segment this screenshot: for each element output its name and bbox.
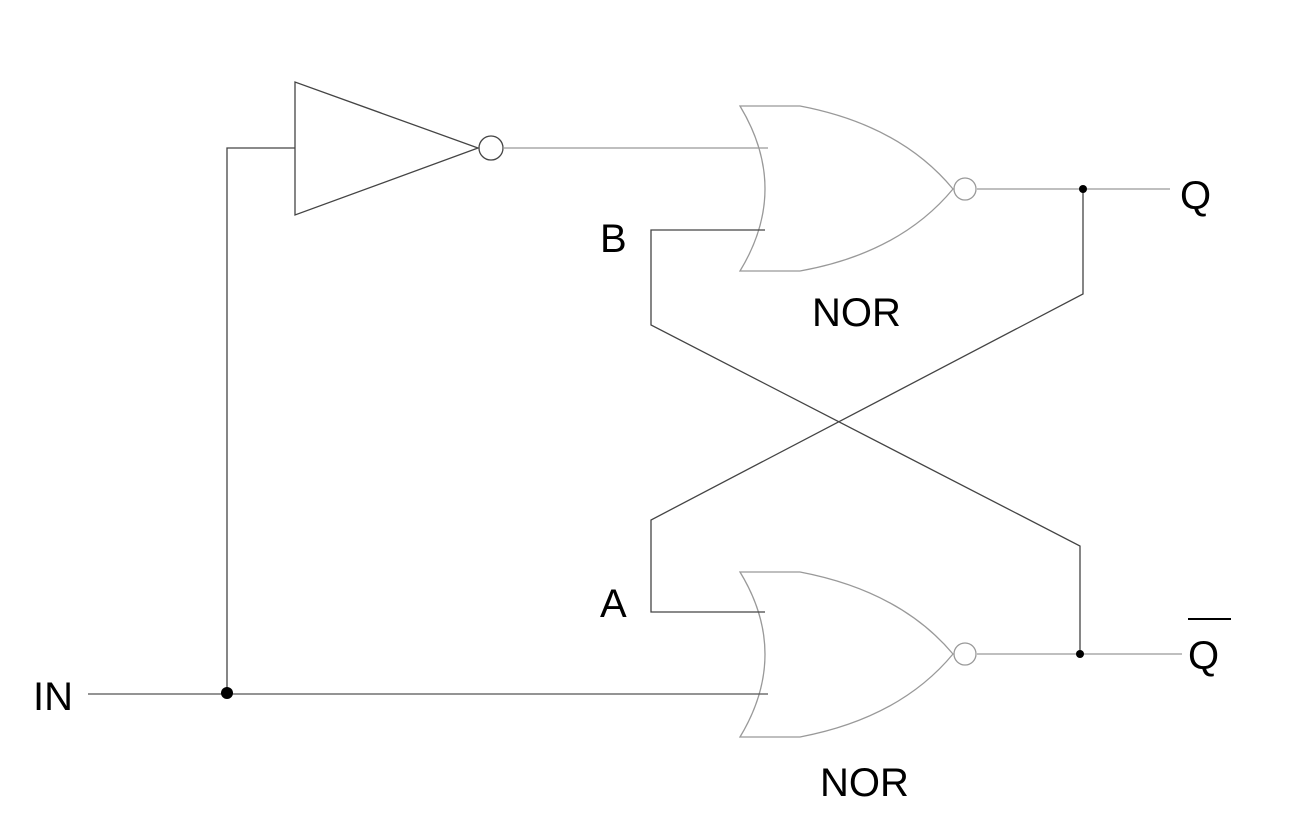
label-a: A [600, 582, 627, 626]
junction-dot-qbar [1076, 650, 1084, 658]
inverter-gate [294, 81, 480, 216]
label-nor-bottom: NOR [820, 761, 909, 805]
label-qbar: Q [1188, 634, 1219, 678]
junction-dot-in [221, 687, 233, 699]
junction-dot-q [1079, 185, 1087, 193]
nor-gate-top [738, 105, 954, 272]
inverter-bubble [478, 135, 504, 161]
label-nor-top: NOR [812, 291, 901, 335]
wire-in-to-inverter [226, 147, 295, 693]
label-b: B [600, 217, 627, 261]
label-in: IN [33, 675, 73, 719]
wire-b-feedback [650, 229, 1081, 654]
nor-gate-bottom [738, 571, 954, 738]
label-q: Q [1180, 174, 1211, 218]
nor-top-bubble [953, 177, 977, 201]
wire-a-feedback [650, 189, 1084, 613]
nor-bottom-bubble [953, 642, 977, 666]
